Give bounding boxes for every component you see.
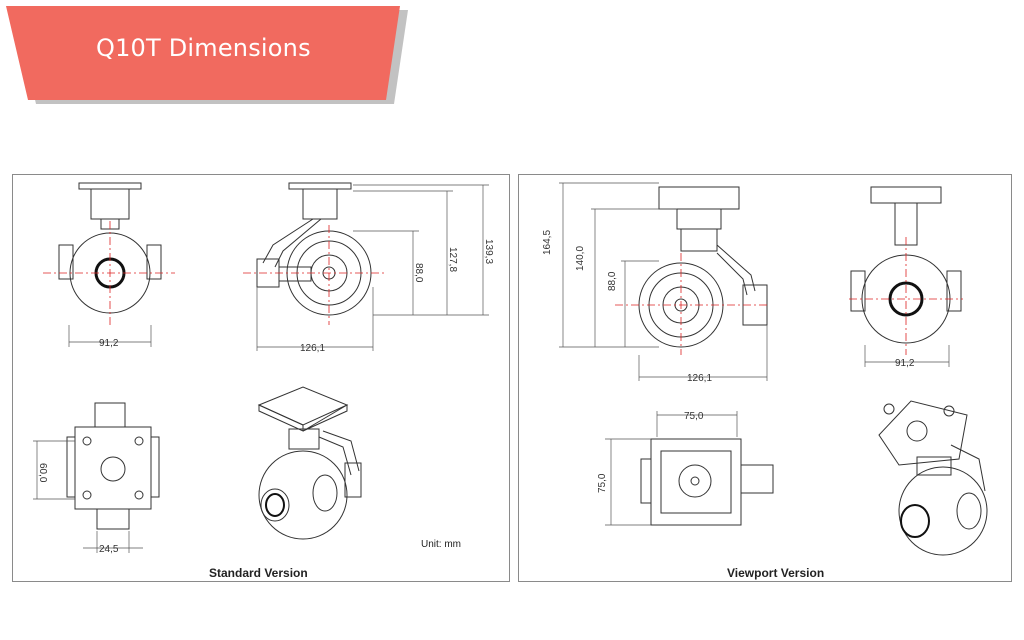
viewport-caption: Viewport Version	[727, 566, 825, 580]
dim-side-width: 126,1	[300, 343, 325, 354]
viewport-version-panel: 164,5 140,0 88,0 126,1 91,2	[518, 174, 1012, 582]
standard-version-panel: 91,2 126,1 88,0 127,8	[12, 174, 510, 582]
standard-iso-view	[257, 386, 362, 540]
dim-height-b: 127,8	[447, 247, 458, 272]
dim-bottom-height: 60,0	[37, 463, 48, 483]
viewport-bottom-view: 75,0 75,0	[597, 411, 774, 526]
standard-front-view: 91,2	[43, 182, 175, 349]
standard-side-view: 126,1 88,0 127,8 139,3	[243, 182, 494, 354]
viewport-drawing: 164,5 140,0 88,0 126,1 91,2	[542, 182, 988, 556]
dim-bottom-width: 24,5	[99, 544, 119, 555]
title-banner: Q10T Dimensions	[0, 0, 420, 110]
banner-shape	[6, 6, 408, 104]
vp-dim-height-c: 88,0	[607, 271, 618, 291]
vp-dim-bottom-height: 75,0	[597, 473, 608, 493]
standard-caption: Standard Version	[209, 566, 308, 580]
dim-height-a: 88,0	[413, 263, 424, 283]
standard-drawing: 91,2 126,1 88,0 127,8	[33, 182, 494, 555]
unit-label: Unit: mm	[421, 539, 461, 550]
viewport-iso-view	[878, 400, 988, 556]
standard-bottom-view: 60,0 24,5	[33, 402, 160, 555]
vp-dim-side-width: 126,1	[687, 373, 712, 384]
viewport-front-view: 91,2	[849, 186, 963, 369]
vp-dim-front-width: 91,2	[895, 358, 915, 369]
page-title: Q10T Dimensions	[96, 34, 311, 62]
dim-front-width: 91,2	[99, 338, 119, 349]
vp-dim-bottom-width: 75,0	[684, 411, 704, 422]
vp-dim-height-b: 140,0	[575, 246, 586, 271]
viewport-side-view: 164,5 140,0 88,0 126,1	[542, 182, 769, 384]
dim-height-c: 139,3	[483, 239, 494, 264]
vp-dim-height-a: 164,5	[542, 230, 553, 255]
